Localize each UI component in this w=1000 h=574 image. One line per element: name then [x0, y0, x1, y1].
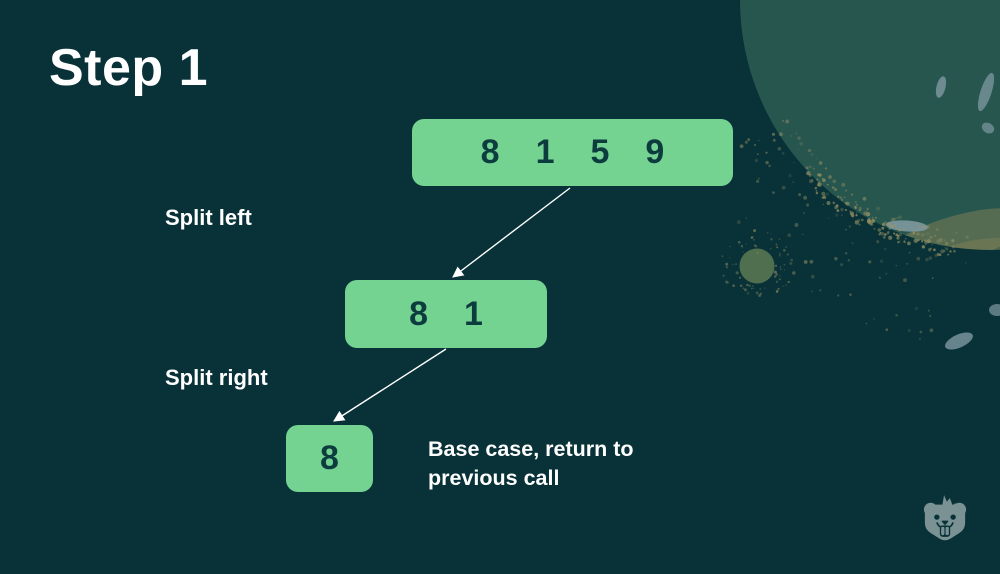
- beaver-logo-icon: [923, 495, 967, 541]
- array-value: 5: [590, 133, 610, 171]
- array-value: 1: [464, 294, 483, 333]
- array-value: 8: [409, 294, 428, 333]
- light-streak: [977, 72, 995, 112]
- array-value: 8: [480, 133, 500, 171]
- array-value: 9: [645, 133, 665, 171]
- light-streak: [945, 332, 973, 350]
- moon-circle: [739, 248, 775, 284]
- light-streak: [989, 304, 1000, 316]
- step-title: Step 1: [49, 39, 209, 97]
- split-right-label: Split right: [165, 365, 268, 390]
- split-left-arrow: [452, 187, 571, 278]
- beaver-head: [923, 495, 967, 541]
- split-left-label: Split left: [165, 205, 252, 230]
- split-right-arrow: [333, 348, 447, 422]
- array-box-8: 8: [286, 425, 373, 492]
- array-value: 8: [320, 439, 339, 477]
- light-streak: [935, 76, 947, 98]
- speckle-dots: [697, 119, 970, 340]
- planet-circle: [740, 0, 1000, 250]
- array-box-81: 8 1: [345, 280, 547, 348]
- base-case-note: Base case, return to previous call: [428, 437, 634, 490]
- planet-sand-band: [873, 208, 1000, 250]
- light-streak: [981, 122, 995, 134]
- light-streak: [886, 220, 928, 232]
- planet-sand-band: [925, 238, 1000, 250]
- array-box-8159: 8 1 5 9: [412, 119, 733, 186]
- array-value: 1: [535, 133, 555, 171]
